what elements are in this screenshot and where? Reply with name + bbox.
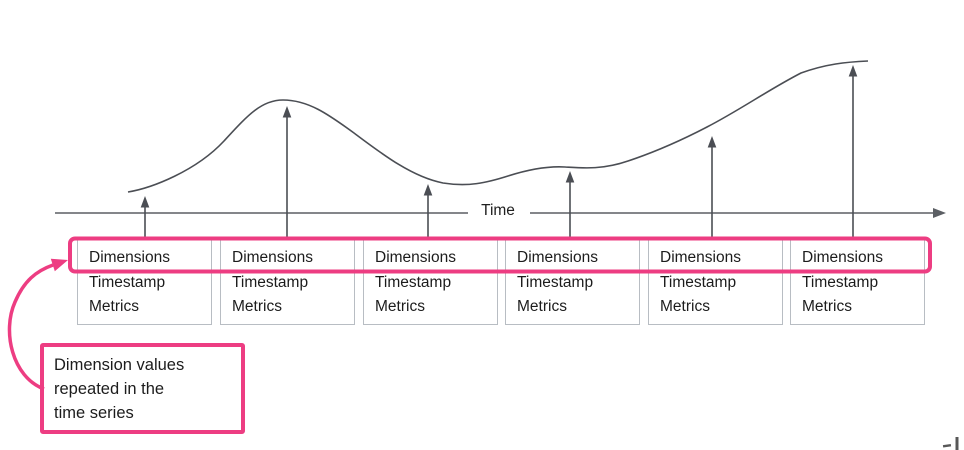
record-timestamp-label: Timestamp	[660, 273, 737, 291]
record-metrics-label: Metrics	[232, 298, 282, 315]
record-box-4: Dimensions Timestamp Metrics	[505, 237, 640, 325]
record-metrics-label: Metrics	[660, 298, 710, 315]
up-arrow-icon-5	[707, 136, 717, 237]
record-timestamp-label: Timestamp	[89, 273, 166, 291]
callout-note: Dimension values repeated in the time se…	[40, 343, 245, 434]
record-timestamp-label: Timestamp	[802, 273, 879, 291]
record-box-5: Dimensions Timestamp Metrics	[648, 237, 783, 325]
time-axis-label: Time	[481, 202, 515, 219]
corner-artifact	[942, 437, 959, 450]
record-timestamp-label: Timestamp	[375, 273, 452, 291]
record-box-2: Dimensions Timestamp Metrics	[220, 237, 355, 325]
record-metrics-label: Metrics	[802, 298, 852, 315]
time-series-curve-line	[127, 60, 869, 193]
record-dimensions-label: Dimensions	[375, 249, 456, 266]
record-box-3: Dimensions Timestamp Metrics	[363, 237, 498, 325]
record-metrics-label: Metrics	[375, 298, 425, 315]
record-metrics-label: Metrics	[517, 298, 567, 315]
up-arrow-icon-3	[423, 184, 433, 237]
record-dimensions-label: Dimensions	[660, 249, 741, 266]
up-arrow-icon-1	[140, 196, 150, 237]
record-dimensions-label: Dimensions	[802, 249, 883, 266]
record-timestamp-label: Timestamp	[232, 273, 309, 291]
callout-text-line: Dimension values	[54, 356, 185, 374]
record-dimensions-label: Dimensions	[89, 249, 170, 266]
callout-text-line: repeated in the	[54, 380, 165, 398]
record-metrics-label: Metrics	[89, 298, 139, 315]
record-box-1: Dimensions Timestamp Metrics	[77, 237, 212, 325]
callout-text-line: time series	[54, 404, 134, 422]
up-arrow-icon-6	[848, 65, 858, 237]
up-arrow-icon-2	[282, 106, 292, 237]
up-arrow-icon-4	[565, 171, 575, 237]
record-box-6: Dimensions Timestamp Metrics	[790, 237, 925, 325]
record-timestamp-label: Timestamp	[517, 273, 594, 291]
axis-right-arrow-icon	[933, 208, 946, 218]
record-dimensions-label: Dimensions	[517, 249, 598, 266]
record-dimensions-label: Dimensions	[232, 249, 313, 266]
